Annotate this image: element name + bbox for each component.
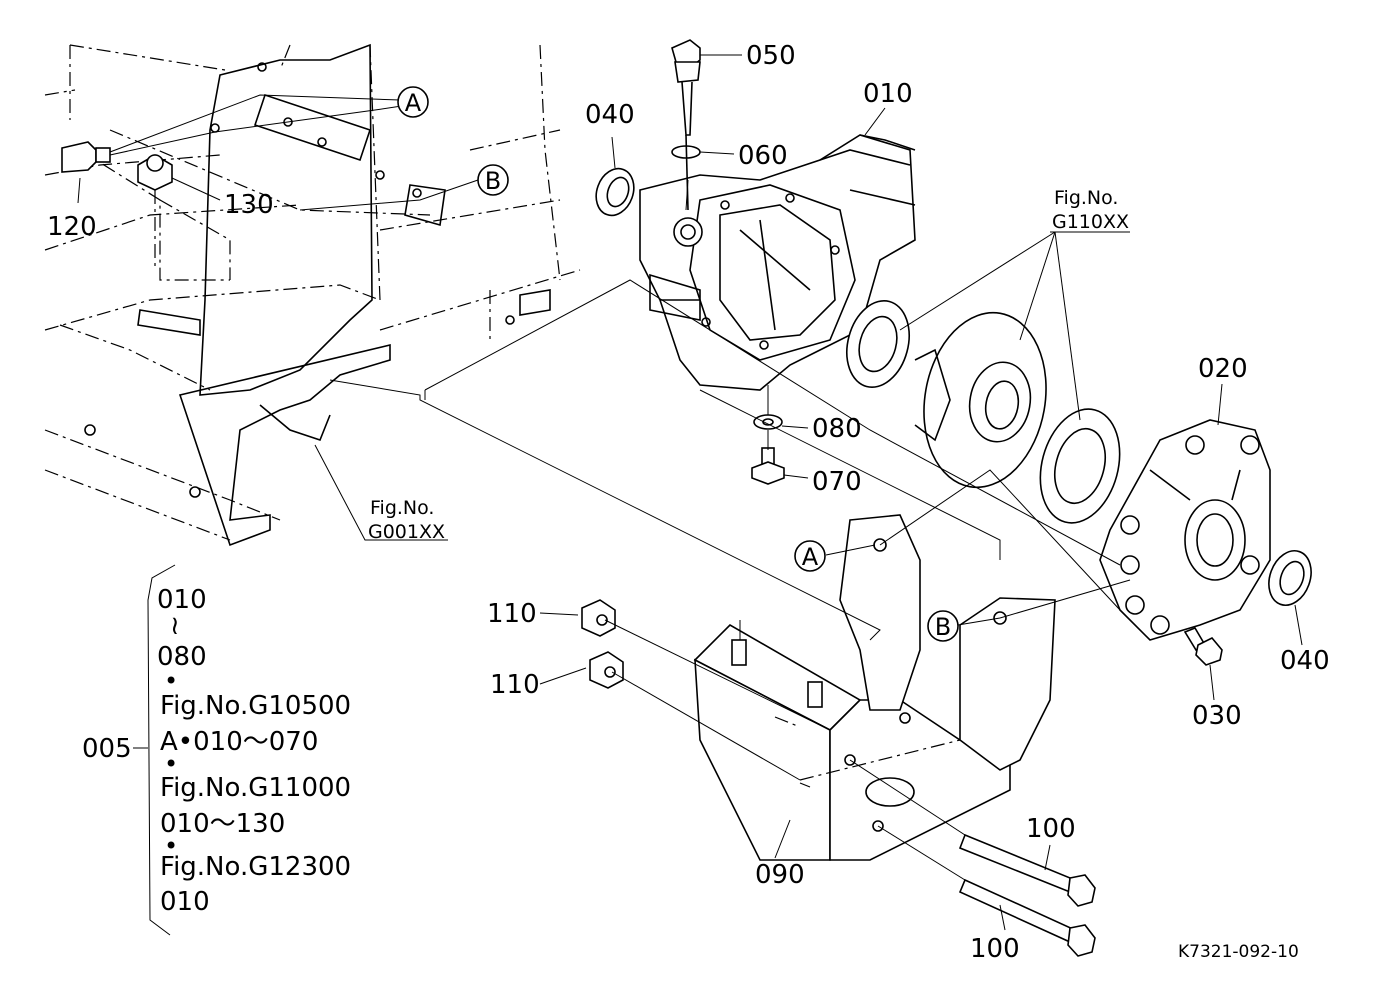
- differential-gear: [914, 311, 1047, 489]
- fig-ref-g110-line1: Fig.No.: [1054, 187, 1118, 209]
- circle-ref-b-bracket-text: B: [935, 613, 951, 641]
- callout-070: 070: [812, 467, 862, 497]
- group-line-3: 080: [157, 642, 207, 672]
- fig-ref-g001-line1: Fig.No.: [370, 497, 434, 519]
- group-line-6: A•010〜070: [160, 727, 318, 757]
- callout-120: 120: [47, 212, 97, 242]
- group-line-10: •: [164, 832, 178, 860]
- callout-080: 080: [812, 414, 862, 444]
- callout-110-lower: 110: [490, 670, 540, 700]
- part-100-bolt-upper: [958, 833, 1096, 907]
- callout-010: 010: [863, 79, 913, 109]
- group-line-7: •: [164, 750, 178, 778]
- callout-050: 050: [746, 41, 796, 71]
- part-100-bolt-lower: [958, 878, 1096, 957]
- group-line-9: 010〜130: [160, 809, 285, 839]
- circle-ref-b-top-text: B: [485, 167, 501, 195]
- assembly-lines: [329, 179, 1131, 881]
- group-line-12: 010: [160, 887, 210, 917]
- part-130-nut: [137, 154, 173, 270]
- callout-090: 090: [755, 860, 805, 890]
- drawing-code: K7321-092-10: [1178, 942, 1299, 962]
- group-line-1: 010: [157, 585, 207, 615]
- callout-060: 060: [738, 141, 788, 171]
- part-110-nut-lower: [589, 651, 624, 689]
- part-090-bracket: [693, 514, 1056, 861]
- circle-ref-b-bracket: B: [927, 610, 959, 642]
- group-line-5: Fig.No.G10500: [160, 691, 351, 721]
- group-line-2: ≀: [170, 611, 180, 641]
- callout-030: 030: [1192, 701, 1242, 731]
- bracket-studs: [731, 639, 823, 708]
- callout-130: 130: [224, 190, 274, 220]
- fig-ref-g001-line2: G001XX: [368, 521, 445, 543]
- part-080-washer: [753, 414, 783, 430]
- circle-ref-a-top-text: A: [405, 89, 422, 117]
- group-line-4: •: [164, 667, 178, 695]
- callout-040-top: 040: [585, 100, 635, 130]
- part-040-seal-top: [595, 167, 635, 217]
- circle-ref-a-top: A: [397, 86, 429, 118]
- callout-110-upper: 110: [487, 599, 537, 629]
- circle-ref-a-bracket: A: [794, 540, 826, 572]
- part-120-plug: [61, 94, 401, 173]
- circle-ref-a-bracket-text: A: [802, 543, 819, 571]
- part-050-dipstick: [671, 39, 701, 211]
- callout-100-lower: 100: [970, 934, 1020, 964]
- part-020-cover: [1099, 419, 1271, 641]
- fig-ref-g110-line2: G110XX: [1052, 211, 1129, 233]
- callout-020: 020: [1198, 354, 1248, 384]
- callout-005: 005: [82, 734, 132, 764]
- callout-100-upper: 100: [1026, 814, 1076, 844]
- part-110-nut-upper: [581, 599, 616, 637]
- callout-040-right: 040: [1280, 646, 1330, 676]
- bearing-right: [1039, 408, 1121, 524]
- frame-chassis: [44, 43, 581, 547]
- part-070-bolt: [751, 447, 785, 485]
- part-040-seal-right: [1268, 550, 1312, 606]
- part-010-case: [639, 134, 916, 391]
- group-line-11: Fig.No.G12300: [160, 852, 351, 882]
- assembly-group-list: 010 ≀ 080 • Fig.No.G10500 A•010〜070 • Fi…: [157, 585, 351, 917]
- group-line-8: Fig.No.G11000: [160, 773, 351, 803]
- bearing-left: [846, 299, 910, 389]
- part-030-bolt: [1183, 627, 1223, 666]
- circle-ref-b-top: B: [477, 164, 509, 196]
